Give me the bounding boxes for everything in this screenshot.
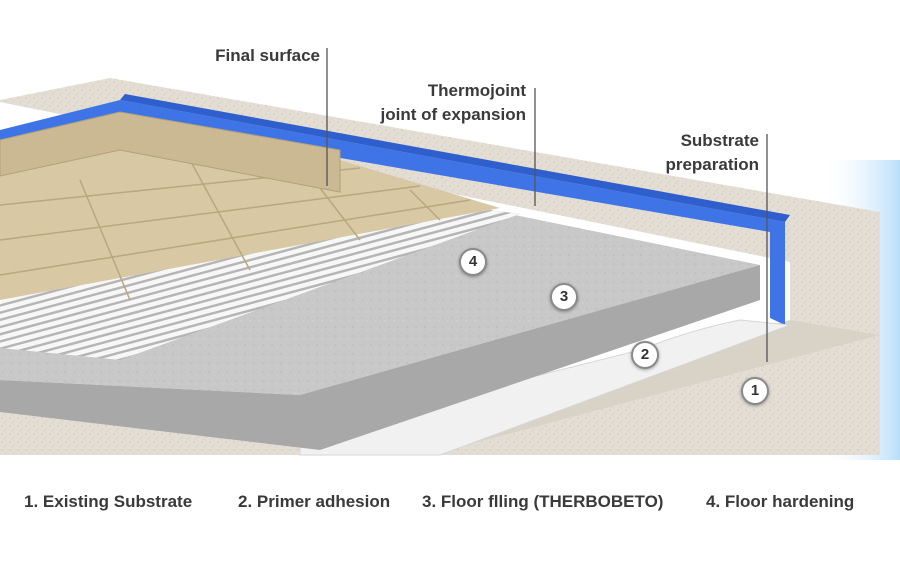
- hardening-rib: [0, 210, 520, 350]
- callout-substrate-line1: Substrate: [680, 131, 759, 150]
- layer-badge-3: 3: [550, 283, 578, 311]
- tile-joint-line: [189, 159, 251, 271]
- concrete-base-front: [0, 335, 880, 455]
- callout-thermojoint-line2: joint of expansion: [380, 105, 526, 124]
- legend-item-primer-adhesion: 2. Primer adhesion: [238, 492, 391, 511]
- layer-badge-2: 2: [631, 341, 659, 369]
- tile-joint-line: [79, 179, 131, 301]
- hardening-rib: [0, 210, 520, 360]
- floor-filling-front: [0, 265, 760, 450]
- floor-layers-illustration: [0, 48, 900, 460]
- callout-substrate-line2: preparation: [665, 155, 759, 174]
- thermojoint-strip-top: [120, 94, 790, 222]
- tile-joint-line: [0, 185, 421, 241]
- callout-substrate-preparation: Substrate preparation: [620, 129, 759, 177]
- legend-item-floor-filling: 3. Floor flling (THERBOBETO): [422, 492, 664, 511]
- layer-badge-4: 4: [459, 248, 487, 276]
- tile-joint-line: [409, 189, 441, 221]
- layer-legend: 1. Existing Substrate 2. Primer adhesion…: [0, 488, 900, 516]
- hardening-rib: [0, 210, 520, 342]
- callout-thermojoint-line1: Thermojoint: [427, 81, 526, 100]
- tile-grid-lines: [0, 159, 471, 301]
- tile-skirting: [0, 111, 341, 193]
- layer-badge-1: 1: [741, 377, 769, 405]
- callout-final-surface: Final surface: [215, 46, 320, 65]
- hardening-rib: [0, 210, 520, 357]
- tile-joint-line: [0, 199, 471, 276]
- legend-item-existing-substrate: 1. Existing Substrate: [24, 492, 193, 511]
- floor-filling-top: [0, 210, 760, 395]
- legend-item-floor-hardening: 4. Floor hardening: [706, 492, 855, 511]
- concrete-wall-right: [790, 205, 880, 340]
- tile-surface: [0, 130, 500, 300]
- callout-thermojoint: Thermojoint joint of expansion: [330, 79, 526, 127]
